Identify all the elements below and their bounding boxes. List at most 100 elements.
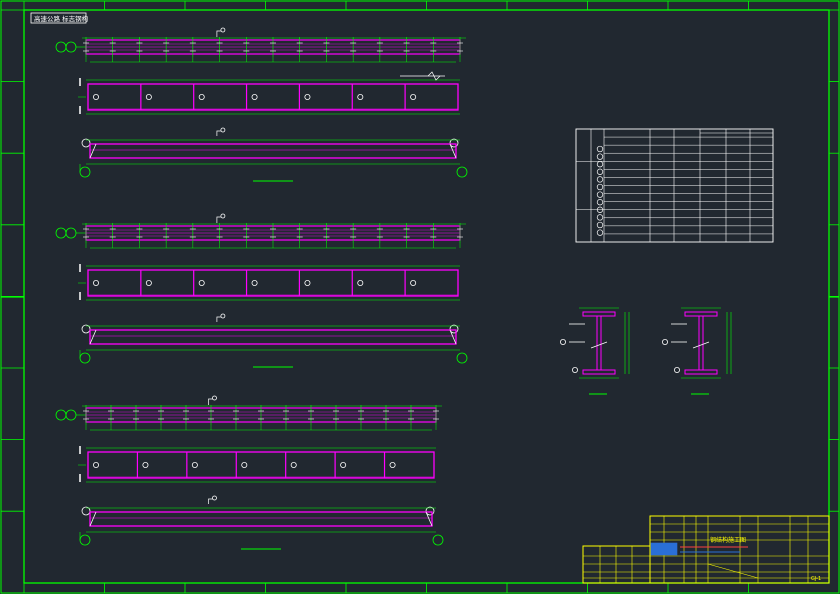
bolt-hole (304, 279, 311, 286)
beam-drawing-1 (55, 27, 468, 182)
section-tag (216, 216, 221, 223)
bolt-hole (304, 94, 311, 101)
beam-drawing-2 (55, 213, 468, 368)
axis-bubble (65, 227, 77, 239)
bevel (89, 143, 97, 159)
bolt-hole (241, 461, 248, 468)
bolt-hole (145, 94, 152, 101)
item-marker (596, 199, 604, 206)
beam-drawing-3 (55, 395, 444, 550)
bolt-hole (410, 94, 417, 101)
item-marker (596, 206, 604, 213)
end-bolt (81, 138, 91, 148)
axis-bubble (55, 409, 67, 421)
section-bottom-flange (684, 369, 718, 375)
parts-table (575, 128, 774, 243)
side-view (79, 127, 468, 178)
bolt-hole (145, 279, 152, 286)
axis-bubble (55, 227, 67, 239)
axis-bubble (456, 166, 468, 178)
bevel (449, 143, 457, 159)
beam-elevation (87, 451, 435, 479)
end-bolt (425, 506, 435, 516)
section-web (698, 315, 704, 371)
item-marker (596, 153, 604, 160)
drawing-number: GJ-1 (811, 576, 821, 582)
item-marker (596, 145, 604, 153)
axis-bubble (79, 352, 91, 364)
end-bolt (449, 138, 459, 148)
beam-side (89, 511, 433, 527)
break-mark (427, 71, 441, 81)
section-tag-circle (220, 213, 226, 219)
company-logo (650, 542, 678, 556)
title-block-left (582, 545, 651, 584)
bolt-hole (93, 94, 100, 101)
axis-bubble (456, 352, 468, 364)
bevel (425, 511, 433, 527)
section-tag (216, 30, 221, 37)
beam-side (89, 143, 457, 159)
bolt-hole (198, 279, 205, 286)
bevel (89, 511, 97, 527)
section-marker (560, 338, 567, 345)
sheet-tag-text: 高速公路 标志钢构 (34, 14, 89, 23)
bevel (89, 329, 97, 345)
section-marker (674, 366, 681, 373)
section-tag-circle (220, 313, 226, 319)
section-top-flange (582, 311, 616, 317)
axis-bubble (55, 41, 67, 53)
elevation-view (78, 264, 460, 301)
item-marker (596, 176, 604, 183)
section-tag-circle (212, 495, 217, 501)
plan-view (55, 27, 466, 63)
item-marker (596, 191, 604, 198)
weld-leader (692, 341, 710, 349)
axis-bubble (79, 534, 91, 546)
elevation-view (78, 78, 460, 115)
sheet-tag: 高速公路 标志钢构 (30, 12, 89, 24)
section-tag (216, 316, 221, 322)
section-tag-circle (220, 27, 226, 33)
section-tag (208, 498, 213, 504)
weld-leader (590, 341, 608, 349)
bevel (449, 329, 457, 345)
section-marker (662, 338, 669, 345)
section-tag-circle (220, 127, 226, 133)
beam-elevation (87, 83, 459, 111)
axis-bubble (432, 534, 444, 546)
axis-bubble (65, 409, 77, 421)
bolt-hole (340, 461, 347, 468)
beam-elevation (87, 269, 459, 297)
axis-bubble (79, 166, 91, 178)
item-marker (596, 214, 604, 221)
end-bolt (81, 506, 91, 516)
section-detail-a (560, 307, 630, 395)
bolt-hole (357, 279, 364, 286)
item-marker (596, 168, 604, 175)
item-marker (596, 229, 604, 236)
side-view (79, 495, 444, 546)
section-web (596, 315, 602, 371)
bolt-hole (389, 461, 396, 468)
bolt-hole (191, 461, 198, 468)
title-block: 钢结构施工图 GJ-1 (582, 515, 830, 584)
end-bolt (449, 324, 459, 334)
bolt-hole (410, 279, 417, 286)
item-marker (596, 221, 604, 229)
plan-view (55, 395, 442, 431)
beam-side (89, 329, 457, 345)
plan-view (55, 213, 466, 249)
bolt-hole (357, 94, 364, 101)
section-top-flange (684, 311, 718, 317)
bolt-hole (142, 461, 149, 468)
bolt-hole (93, 461, 100, 468)
axis-bubble (65, 41, 77, 53)
item-marker (596, 183, 604, 191)
item-marker (596, 161, 604, 168)
bolt-hole (251, 279, 258, 286)
end-bolt (81, 324, 91, 334)
bolt-hole (251, 94, 258, 101)
section-detail-b (662, 307, 732, 395)
